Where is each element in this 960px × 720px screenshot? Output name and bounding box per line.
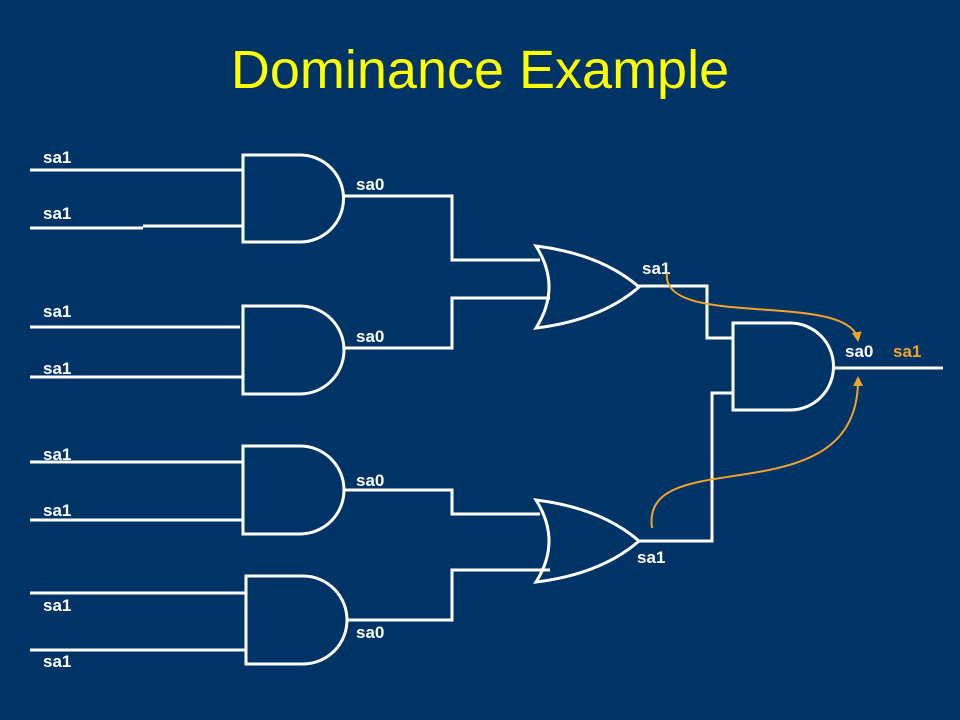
final-output-sa1-label: sa1: [893, 342, 921, 361]
and-gate-1-input-b-fault-label: sa1: [43, 204, 71, 223]
or-gate-2-output-fault-label: sa1: [637, 548, 665, 567]
and-gate-1-input-b-wire: [30, 224, 243, 230]
and-gate-4-input-b-fault-label: sa1: [43, 652, 71, 671]
and-gate-4-output-fault-label: sa0: [356, 623, 384, 642]
and-gate-3-output-wire: [344, 488, 540, 516]
and-gate-1-output-fault-label: sa0: [356, 175, 384, 194]
dominance-arrow-upper: [665, 272, 862, 342]
and-gate-1: [241, 153, 345, 244]
and-gate-2-output-wire: [344, 296, 550, 350]
and-gate-3-input-b-fault-label: sa1: [43, 501, 71, 520]
or-gate-1-output-fault-label: sa1: [642, 259, 670, 278]
or-gate-1: [533, 244, 642, 330]
and-gate-2: [241, 304, 346, 396]
and-gate-2-input-a-fault-label: sa1: [43, 302, 71, 321]
and-gate-2-output-fault-label: sa0: [356, 327, 384, 346]
and-gate-4-output-wire: [347, 568, 550, 622]
and-gate-3-input-a-fault-label: sa1: [43, 445, 71, 464]
and-gate-1-output-wire: [344, 194, 540, 262]
and-gate-2-input-b-fault-label: sa1: [43, 359, 71, 378]
and-gate-4: [244, 574, 349, 666]
and-gate-3: [241, 444, 346, 536]
slide-title: Dominance Example: [230, 40, 730, 100]
and-gate-1-input-a-fault-label: sa1: [43, 148, 71, 167]
and-gate-3-output-fault-label: sa0: [356, 471, 384, 490]
final-output-sa0-label: sa0: [845, 342, 873, 361]
dominance-arrow-lower: [650, 376, 864, 529]
or-gate-2-output-wire: [639, 391, 733, 543]
or-gate-1-output-wire: [639, 284, 733, 340]
final-and-gate: [731, 321, 835, 412]
and-gate-4-input-a-fault-label: sa1: [43, 596, 71, 615]
or-gate-2: [533, 498, 642, 584]
